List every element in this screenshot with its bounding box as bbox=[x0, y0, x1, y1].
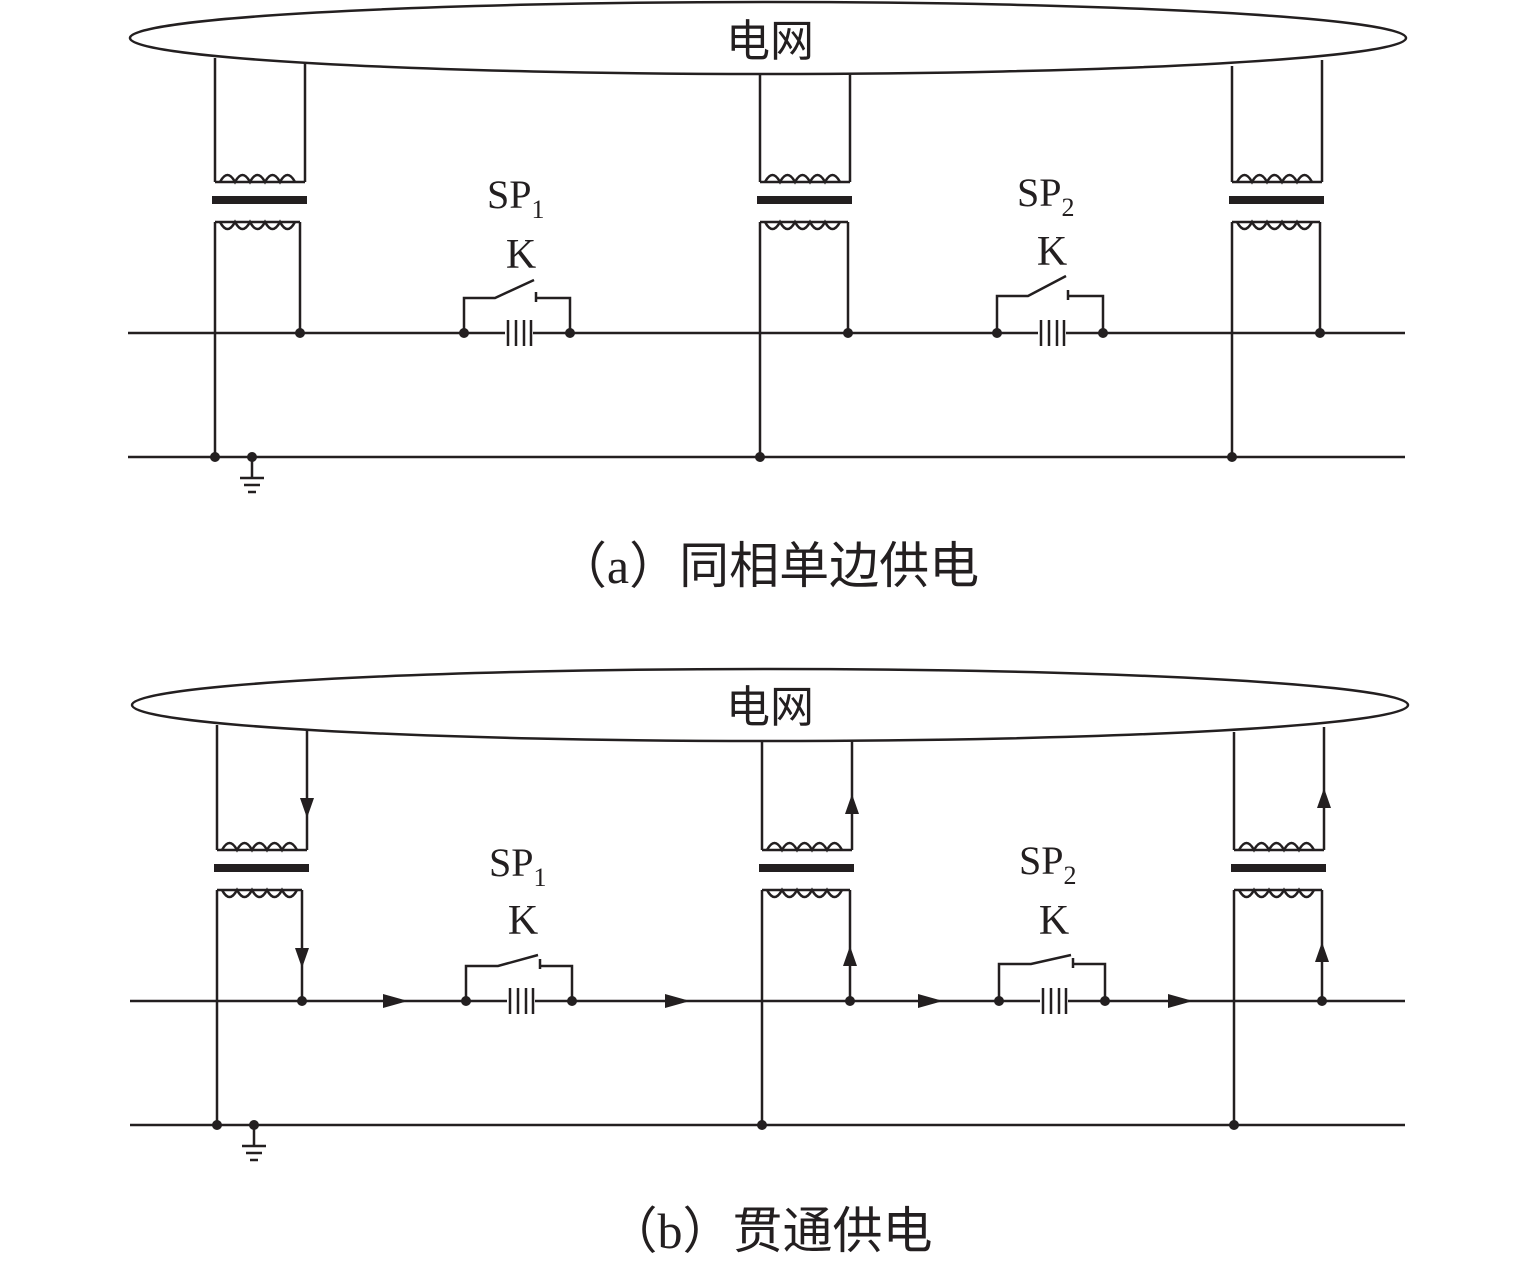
arrow-up-icon bbox=[845, 794, 859, 814]
junction-dots bbox=[212, 996, 1327, 1130]
traction-transformer-1 bbox=[212, 58, 307, 457]
arrow-down-icon bbox=[295, 948, 309, 968]
traction-transformer-1 bbox=[214, 725, 309, 1125]
junction-dots bbox=[210, 328, 1325, 462]
arrow-right-icon bbox=[383, 994, 408, 1008]
sp2-label: SP2 bbox=[1017, 170, 1075, 222]
panel-b-through-feeding: 电网 bbox=[130, 667, 1410, 1259]
caption-a: （a）同相单边供电 bbox=[557, 538, 979, 594]
traction-transformer-2 bbox=[757, 74, 852, 457]
sectioning-post-1 bbox=[461, 953, 577, 1016]
traction-transformer-3 bbox=[1231, 727, 1326, 1125]
arrow-up-icon bbox=[843, 946, 857, 966]
sectioning-post-2 bbox=[992, 274, 1108, 348]
arrow-up-icon bbox=[1315, 942, 1329, 962]
transformer-core-bar bbox=[757, 196, 852, 204]
arrow-right-icon bbox=[918, 994, 943, 1008]
power-grid-label: 电网 bbox=[726, 17, 814, 66]
transformer-core-bar bbox=[1229, 196, 1324, 204]
arrow-right-icon bbox=[665, 994, 690, 1008]
sp1-k-label: K bbox=[508, 898, 538, 944]
traction-transformer-3 bbox=[1229, 60, 1324, 457]
sp2-k-label: K bbox=[1037, 229, 1067, 275]
current-flow-arrows bbox=[295, 788, 1331, 1008]
sp1-label: SP1 bbox=[489, 840, 547, 892]
arrow-right-icon bbox=[1168, 994, 1193, 1008]
traction-transformer-2 bbox=[759, 741, 854, 1125]
transformer-core-bar bbox=[212, 196, 307, 204]
power-grid-ellipse bbox=[128, 0, 1408, 76]
sectioning-post-1 bbox=[459, 278, 575, 348]
transformer-core-bar bbox=[214, 864, 309, 872]
transformer-core-bar bbox=[1231, 864, 1326, 872]
sp2-label: SP2 bbox=[1019, 838, 1077, 890]
sp1-k-label: K bbox=[506, 232, 536, 278]
power-grid-ellipse bbox=[130, 667, 1410, 743]
power-grid-label: 电网 bbox=[726, 683, 814, 732]
ground-symbol bbox=[242, 1125, 266, 1162]
sp2-k-label: K bbox=[1039, 898, 1069, 944]
panel-a-same-phase-single-side: 电网 bbox=[128, 0, 1408, 594]
arrow-up-icon bbox=[1317, 788, 1331, 808]
sectioning-post-2 bbox=[994, 953, 1110, 1016]
caption-b: （b）贯通供电 bbox=[608, 1203, 933, 1259]
sp1-label: SP1 bbox=[487, 172, 545, 224]
arrow-down-icon bbox=[300, 798, 314, 818]
transformer-core-bar bbox=[759, 864, 854, 872]
ground-symbol bbox=[240, 457, 264, 494]
